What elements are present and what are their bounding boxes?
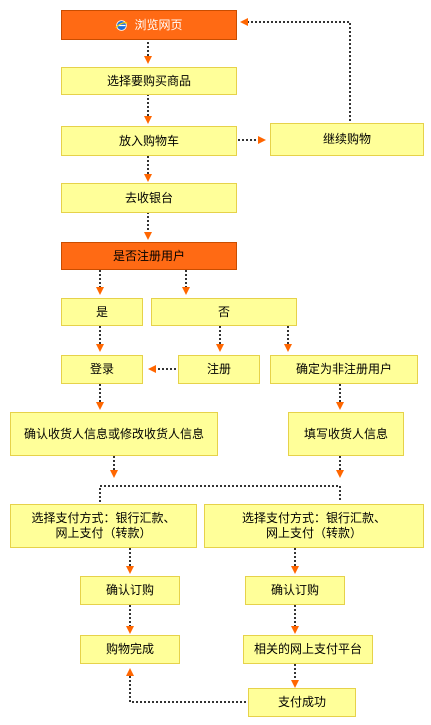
- node-confirm-order-right-label: 确认订购: [270, 583, 319, 597]
- node-is-registered-label: 是否注册用户: [112, 248, 185, 263]
- node-purchase-done: 购物完成: [80, 635, 180, 664]
- browser-ie-icon: [115, 19, 128, 31]
- node-confirm-order-right: 确认订购: [245, 576, 345, 605]
- node-purchase-done-label: 购物完成: [105, 642, 154, 656]
- node-register: 注册: [178, 355, 260, 384]
- node-no: 否: [151, 298, 297, 326]
- node-online-platform-label: 相关的网上支付平台: [253, 642, 362, 656]
- node-checkout: 去收银台: [61, 183, 237, 213]
- node-select-goods-label: 选择要购买商品: [106, 73, 191, 88]
- node-browse-label: 浏览网页: [134, 17, 183, 32]
- node-login-label: 登录: [89, 362, 114, 376]
- node-fill-receiver: 填写收货人信息: [288, 412, 404, 456]
- node-confirm-modify-label: 确认收货人信息或修改收货人信息: [23, 426, 204, 441]
- node-add-cart-label: 放入购物车: [118, 133, 179, 148]
- node-pay-success-label: 支付成功: [277, 695, 326, 709]
- node-continue-shopping: 继续购物: [270, 123, 424, 156]
- node-continue-shopping-label: 继续购物: [322, 132, 371, 146]
- pay-method-left-line1: 选择支付方式：银行汇款、: [31, 511, 176, 525]
- node-add-cart: 放入购物车: [61, 126, 237, 156]
- pay-method-left-line2: 网上支付（转款）: [55, 526, 152, 540]
- node-unregistered-label: 确定为非注册用户: [295, 362, 392, 376]
- node-checkout-label: 去收银台: [124, 190, 173, 205]
- node-unregistered: 确定为非注册用户: [270, 355, 418, 384]
- node-yes-label: 是: [95, 304, 108, 319]
- node-browse: 浏览网页: [61, 10, 237, 40]
- arrow-continue-browse: [240, 18, 351, 121]
- node-pay-method-left: 选择支付方式：银行汇款、 网上支付（转款）: [10, 504, 197, 548]
- node-pay-method-right: 选择支付方式：银行汇款、 网上支付（转款）: [204, 504, 424, 548]
- pay-method-right-line2: 网上支付（转款）: [265, 526, 362, 540]
- node-no-label: 否: [217, 304, 230, 319]
- node-is-registered: 是否注册用户: [61, 242, 237, 270]
- node-login: 登录: [61, 355, 143, 384]
- merge-line: [99, 485, 341, 502]
- arrow-success-done: [126, 668, 246, 703]
- node-confirm-order-left: 确认订购: [80, 576, 180, 605]
- node-pay-success: 支付成功: [248, 688, 356, 717]
- node-register-label: 注册: [206, 362, 231, 376]
- pay-method-right-line1: 选择支付方式：银行汇款、: [241, 511, 386, 525]
- node-yes: 是: [61, 298, 143, 326]
- node-online-platform: 相关的网上支付平台: [243, 635, 373, 664]
- node-confirm-order-left-label: 确认订购: [105, 583, 154, 597]
- node-confirm-modify: 确认收货人信息或修改收货人信息: [10, 412, 218, 456]
- node-select-goods: 选择要购买商品: [61, 67, 237, 95]
- node-fill-receiver-label: 填写收货人信息: [303, 426, 388, 441]
